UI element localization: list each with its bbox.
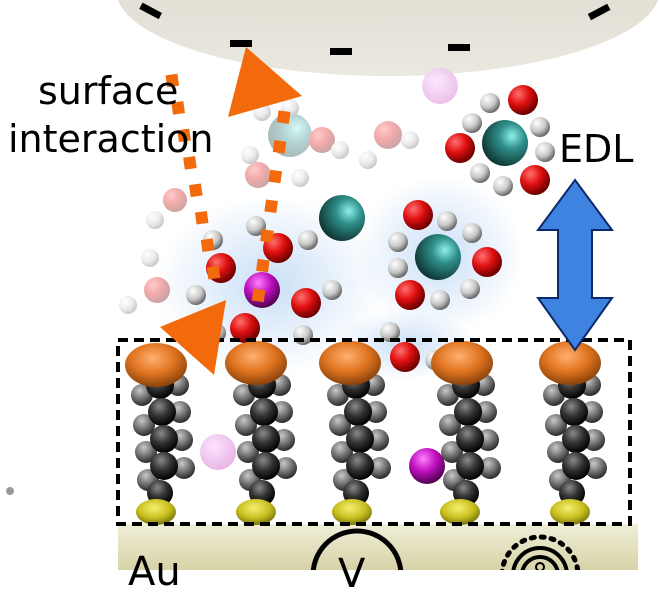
sam-chain xyxy=(125,343,195,525)
sam-monolayer xyxy=(125,341,607,525)
hydrated-cation-middle xyxy=(388,200,502,310)
stray-dot xyxy=(6,487,14,495)
anion-in-sam xyxy=(409,448,445,484)
sam-chain xyxy=(431,341,501,525)
anion-faded-in-sam xyxy=(200,434,236,470)
surface-interaction-label-line2: interaction xyxy=(8,117,214,161)
voltmeter-label: V xyxy=(338,551,366,597)
sam-chain xyxy=(225,341,297,525)
surface-interaction-label-line1: surface xyxy=(38,69,179,113)
ion-cloud-icon xyxy=(499,534,581,570)
gold-electrode xyxy=(118,524,638,570)
sam-chain xyxy=(319,341,391,525)
hydrated-cation-top xyxy=(445,85,555,196)
sam-boundary-box xyxy=(116,338,632,526)
electrode-label: Au xyxy=(128,549,181,595)
free-cation xyxy=(319,195,365,241)
top-surface xyxy=(117,0,659,76)
surface-interaction-arrow xyxy=(160,47,302,375)
sam-chain xyxy=(539,341,607,525)
edl-label: EDL xyxy=(559,127,634,171)
faded-anion xyxy=(422,68,458,104)
edl-arrow xyxy=(536,178,614,352)
edl-diagram xyxy=(6,0,659,570)
voltmeter-icon xyxy=(310,528,404,570)
